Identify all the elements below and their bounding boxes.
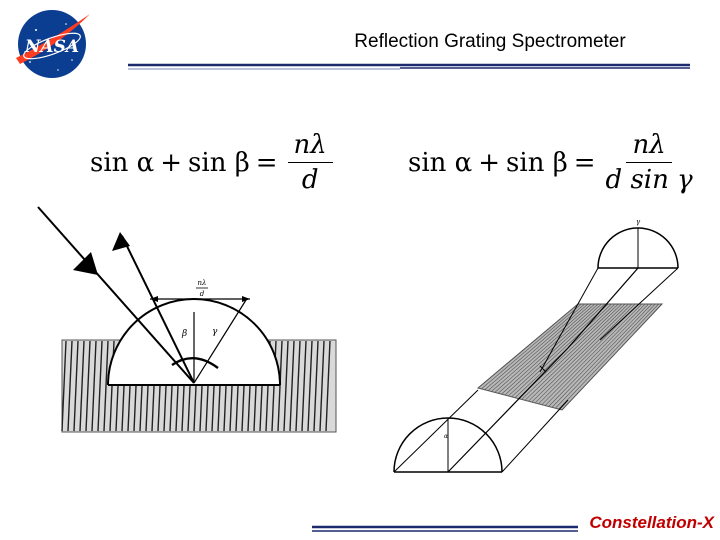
grating-ruling xyxy=(79,340,85,432)
eq-left-denominator: d xyxy=(301,165,319,195)
label-alpha-right: α xyxy=(444,433,448,440)
eq-right-equals: = xyxy=(573,147,596,178)
grating-ruling xyxy=(477,303,579,389)
nasa-logo-text: NASA xyxy=(24,37,79,57)
footer-label: Constellation-X xyxy=(589,513,714,532)
tilted-grating-rulings xyxy=(477,303,663,411)
eq-left-plus: + xyxy=(160,147,183,178)
diffracted-ray xyxy=(121,235,195,384)
grating-ruling xyxy=(319,340,325,432)
grating-ruling xyxy=(524,303,626,401)
grating-ruling xyxy=(558,303,659,410)
grating-ruling xyxy=(103,340,109,432)
slide-title: Reflection Grating Spectrometer xyxy=(354,31,626,52)
eq-left-fraction: nλ d xyxy=(287,130,333,195)
grating-ruling xyxy=(534,303,636,404)
grating-ruling xyxy=(97,340,103,432)
grating-equation-left: sin α + sin β = nλ d xyxy=(90,130,333,195)
diffracted-arrow-head xyxy=(112,232,130,251)
label-gamma-right: γ xyxy=(636,218,641,226)
eq-right-sin-alpha: sin α xyxy=(408,147,473,178)
grating-ruling xyxy=(521,303,622,400)
grating-ruling xyxy=(528,303,629,402)
grating-ruling xyxy=(91,340,97,432)
eq-left-sin-alpha: sin α xyxy=(90,147,155,178)
header-rule xyxy=(128,63,690,70)
grating-ruling xyxy=(497,303,599,394)
grating-ruling xyxy=(504,303,606,396)
grating-ruling xyxy=(531,303,632,403)
eq-right-fraction: nλ d sin γ xyxy=(606,130,693,195)
eq-left-numerator: nλ xyxy=(287,130,333,163)
label-d: d xyxy=(200,290,205,298)
grating-ruling xyxy=(307,340,313,432)
grating-ruling xyxy=(491,303,592,392)
eq-right-sin-beta: sin β xyxy=(506,147,568,178)
grating-ruling xyxy=(325,340,331,432)
footer-rule xyxy=(312,525,578,532)
eq-right-denominator: d sin γ xyxy=(605,165,693,195)
grating-ruling xyxy=(481,303,582,390)
nasa-logo: NASA xyxy=(16,10,90,78)
incident-ray xyxy=(37,206,195,384)
grating-ruling xyxy=(538,303,639,405)
grating-equation-right: sin α + sin β = nλ d sin γ xyxy=(408,130,693,195)
label-gamma: γ xyxy=(212,327,218,337)
grating-ruling xyxy=(283,340,289,432)
right-grating-diagram: γ α xyxy=(393,218,679,473)
grating-ruling xyxy=(73,340,79,432)
grating-ruling xyxy=(508,303,609,397)
grating-ruling xyxy=(487,303,589,391)
left-grating-diagram: nλ d β γ xyxy=(37,206,337,433)
incident-arrow-head xyxy=(73,252,98,275)
grating-ruling xyxy=(541,303,643,405)
grating-ruling xyxy=(551,303,653,408)
grating-ruling xyxy=(289,340,295,432)
label-beta: β xyxy=(181,329,187,339)
grating-ruling xyxy=(501,303,602,395)
grating-ruling xyxy=(561,303,663,411)
label-n-lambda: nλ xyxy=(198,279,207,287)
eq-left-sin-beta: sin β xyxy=(188,147,250,178)
eq-left-equals: = xyxy=(255,147,278,178)
grating-ruling xyxy=(544,303,646,406)
eq-right-numerator: nλ xyxy=(626,130,672,163)
grating-ruling xyxy=(61,340,67,432)
grating-ruling xyxy=(548,303,649,407)
grating-ruling xyxy=(67,340,73,432)
grating-ruling xyxy=(484,303,585,390)
eq-right-plus: + xyxy=(478,147,501,178)
grating-ruling xyxy=(494,303,595,393)
grating-ruling xyxy=(295,340,301,432)
grating-ruling xyxy=(511,303,612,398)
grating-ruling xyxy=(555,303,656,409)
grating-ruling xyxy=(313,340,319,432)
grating-ruling xyxy=(85,340,91,432)
grating-ruling xyxy=(301,340,307,432)
